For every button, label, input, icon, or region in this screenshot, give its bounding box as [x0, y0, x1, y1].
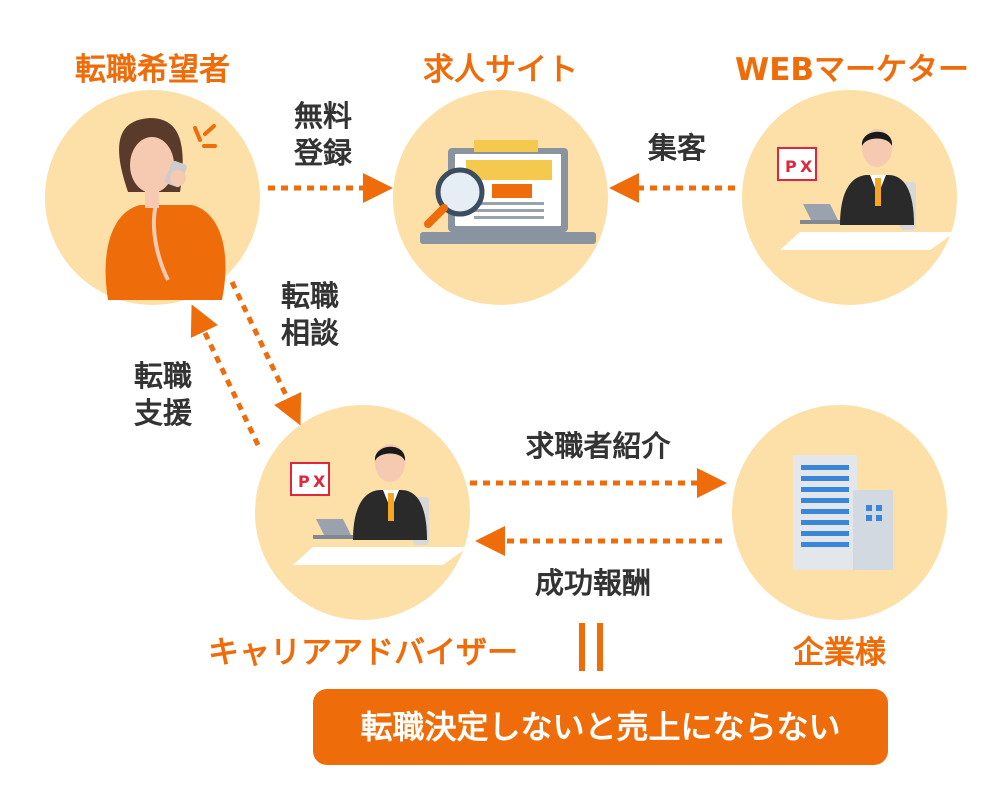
px-logo-icon: P X [777, 147, 817, 181]
free-registration-line-1: 無料 [293, 99, 352, 133]
company-building-icon [793, 455, 893, 570]
svg-text:X: X [313, 472, 326, 491]
arrow-career-support [190, 304, 261, 447]
job-site-laptop-icon [420, 140, 596, 244]
equals-sign [579, 623, 607, 671]
attract-customers-label: 集客 [647, 131, 706, 165]
candidate-introduction-label: 求職者紹介 [525, 429, 671, 463]
svg-text:P: P [785, 157, 797, 176]
career-advisor-person-icon [293, 444, 468, 565]
success-fee-label: 成功報酬 [534, 566, 651, 600]
svg-text:X: X [800, 157, 813, 176]
free-registration-label: 無料 登録 [288, 98, 358, 172]
woman-phone-icon [105, 118, 226, 300]
company-label: 企業様 [793, 635, 886, 671]
career-support-line-2: 支援 [133, 396, 192, 430]
career-advisor-label: キャリアアドバイザー [208, 635, 518, 671]
conclusion-banner: 転職決定しないと売上にならない [313, 689, 888, 765]
job-site-label: 求人サイト [423, 52, 578, 88]
web-marketer-person-icon [780, 129, 955, 250]
free-registration-line-2: 登録 [293, 136, 352, 170]
career-support-label: 転職 支援 [128, 358, 198, 432]
web-marketer-label: WEBマーケター [735, 52, 969, 88]
career-consultation-line-1: 転職 [280, 279, 339, 313]
job-seeker-label: 転職希望者 [75, 52, 230, 88]
career-consultation-line-2: 相談 [280, 316, 339, 350]
svg-text:P: P [298, 472, 310, 491]
arrow-career-consultation [229, 280, 302, 426]
career-consultation-label: 転職 相談 [275, 278, 345, 352]
career-support-line-1: 転職 [133, 359, 192, 393]
px-logo-icon: P X [290, 462, 330, 496]
